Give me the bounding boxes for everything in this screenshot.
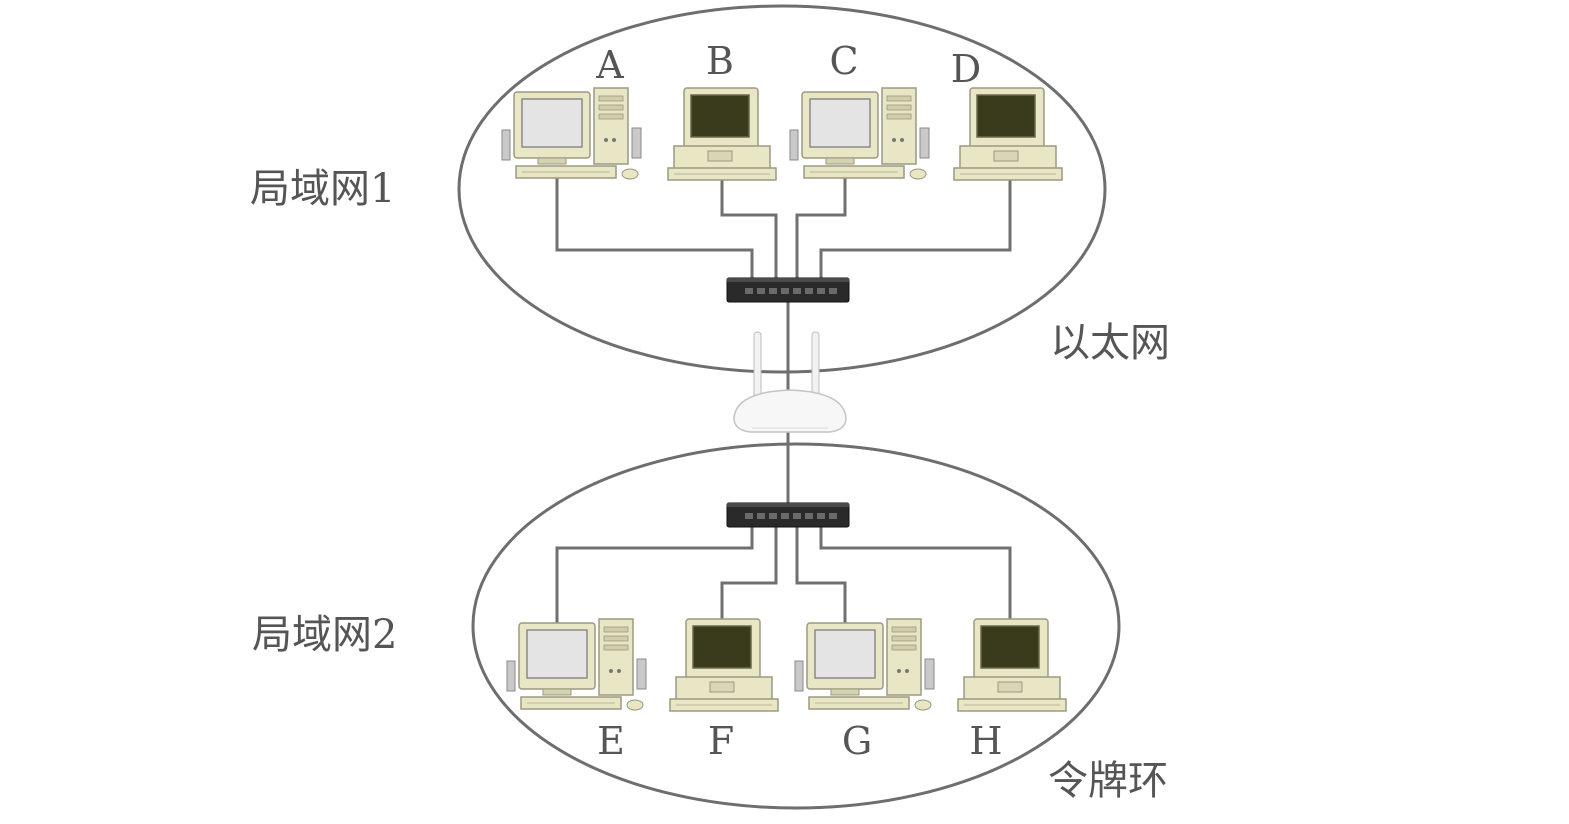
node-label-a: A	[595, 43, 624, 87]
node-label-h: H	[969, 719, 1002, 763]
lan2-type-label: 令牌环	[1048, 758, 1168, 804]
wire-f	[720, 525, 778, 625]
computer-d-icon	[953, 87, 1063, 181]
wire-d	[819, 175, 1012, 283]
wire-h	[819, 525, 1012, 625]
computer-h-icon	[957, 618, 1067, 712]
wire-e	[555, 525, 754, 625]
wire-c	[795, 175, 847, 283]
node-label-g: G	[842, 719, 872, 763]
computer-b-icon	[667, 87, 777, 181]
wire-a	[555, 175, 754, 283]
computer-f-icon	[669, 618, 779, 712]
computer-a-icon	[501, 87, 642, 180]
lan1-boundary	[457, 4, 1107, 374]
lan2-label: 局域网2	[252, 612, 397, 658]
lan1-label: 局域网1	[250, 166, 395, 212]
wire-g	[795, 525, 847, 625]
node-label-e: E	[597, 719, 625, 763]
node-label-b: B	[706, 39, 734, 83]
switch-1-icon	[726, 277, 850, 303]
node-label-c: C	[829, 39, 858, 83]
wire-b	[720, 175, 778, 283]
switch-2-icon	[726, 502, 850, 528]
lan1-type-label: 以太网	[1050, 320, 1170, 366]
computer-e-icon	[506, 618, 647, 711]
computer-g-icon	[794, 618, 935, 711]
node-label-f: F	[708, 719, 734, 763]
router-icon	[733, 331, 847, 433]
computer-c-icon	[789, 87, 930, 180]
node-label-d: D	[951, 47, 981, 91]
lan2-boundary	[471, 442, 1121, 810]
